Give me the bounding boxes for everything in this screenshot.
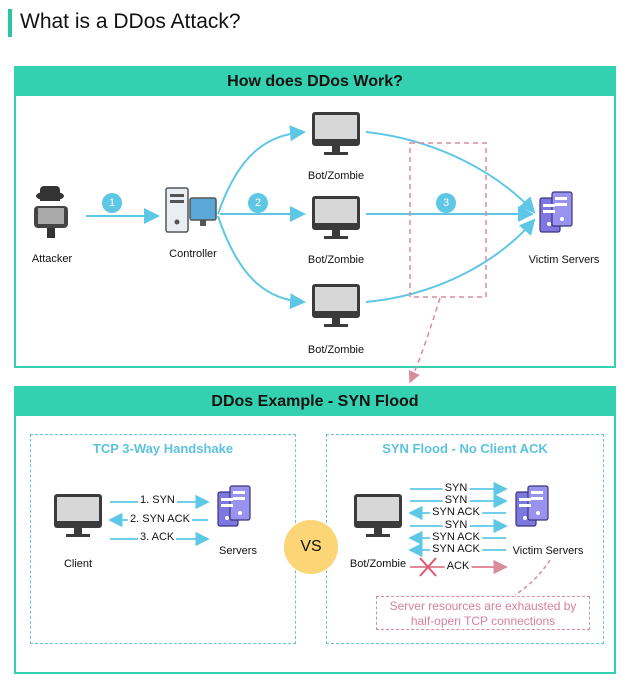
- controller-label: Controller: [169, 248, 217, 260]
- syn-flood-heading: DDos Example - SYN Flood: [16, 388, 614, 416]
- client-icon: [54, 494, 102, 537]
- flood-packet-label: SYN: [442, 494, 470, 506]
- bot-icon: [312, 196, 360, 239]
- flood-packet-label: SYN ACK: [430, 531, 482, 543]
- handshake-step-label: 1. SYN: [138, 494, 177, 506]
- victim-server-icon: [515, 485, 549, 527]
- exhaustion-note: Server resources are exhausted by half-o…: [376, 596, 590, 630]
- bot-label: Bot/Zombie: [307, 344, 365, 356]
- bot-zombie-label: Bot/Zombie: [349, 558, 407, 570]
- handshake-step-label: 2. SYN ACK: [128, 513, 192, 525]
- attacker-label: Attacker: [31, 253, 73, 265]
- flood-packet-label: SYN ACK: [430, 506, 482, 518]
- attacker-icon: [34, 186, 68, 238]
- bot-icon: [312, 284, 360, 327]
- title-accent-bar: [8, 9, 12, 37]
- flood-packet-label: SYN: [442, 482, 470, 494]
- bot-label: Bot/Zombie: [307, 254, 365, 266]
- step-2-badge: 2: [248, 193, 268, 213]
- syn-flood-title: SYN Flood - No Client ACK: [382, 441, 548, 456]
- handshake-step-label: 3. ACK: [138, 531, 177, 543]
- bot-icon: [312, 112, 360, 155]
- victim-servers-label: Victim Servers: [512, 545, 584, 557]
- victim-servers-label: Victim Servers: [528, 254, 600, 266]
- step-1-badge: 1: [102, 193, 122, 213]
- bot-label: Bot/Zombie: [307, 170, 365, 182]
- vs-badge: VS: [284, 520, 338, 574]
- ddos-work-heading: How does DDos Work?: [16, 68, 614, 96]
- handshake-title: TCP 3-Way Handshake: [92, 441, 234, 456]
- bot-zombie-icon: [354, 494, 402, 537]
- servers-icon: [217, 485, 251, 527]
- step-3-badge: 3: [436, 193, 456, 213]
- client-label: Client: [63, 558, 93, 570]
- servers-label: Servers: [219, 545, 257, 557]
- flood-packet-label: SYN ACK: [430, 543, 482, 555]
- page-title: What is a DDos Attack?: [20, 10, 241, 33]
- flood-ack-label: ACK: [444, 560, 472, 572]
- controller-icon: [165, 187, 217, 233]
- flood-packet-label: SYN: [442, 519, 470, 531]
- victim-server-icon: [539, 191, 573, 233]
- cross-icon: [419, 557, 437, 577]
